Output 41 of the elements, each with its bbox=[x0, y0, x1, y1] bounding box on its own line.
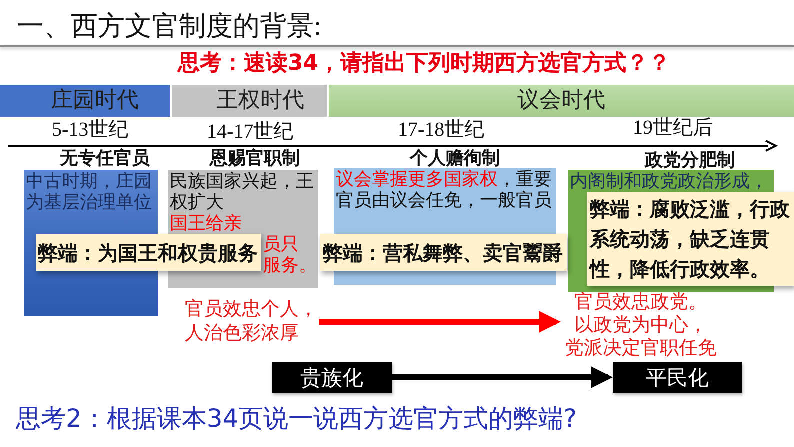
arrow bbox=[319, 311, 561, 333]
description-text: 民族国家兴起，王权扩大 bbox=[170, 171, 314, 213]
drawback-text: 弊端：为国王和权贵服务 bbox=[38, 240, 258, 264]
note-text: 党派决定官职任免 bbox=[565, 337, 717, 360]
drawback-text: 弊端：腐败泛滥，行政系统动荡，缺乏连贯性，降低行政效率。 bbox=[590, 196, 791, 283]
trend-box bbox=[613, 362, 742, 393]
system-heading: 恩赐官职制 bbox=[210, 149, 300, 169]
text-fragment: 服务。 bbox=[263, 255, 317, 276]
trend-label: 贵族化 bbox=[300, 366, 364, 390]
description-text: ，重要 bbox=[498, 169, 552, 190]
drawback-text: 弊端：营私舞弊、卖官鬻爵 bbox=[323, 240, 563, 264]
note-text: 以政党为中心， bbox=[574, 314, 708, 337]
drawback-card bbox=[320, 234, 567, 271]
drawback-card bbox=[36, 234, 261, 271]
system-heading: 政党分肥制 bbox=[645, 151, 735, 171]
era-band bbox=[0, 85, 170, 117]
century-label: 14-17世纪 bbox=[207, 121, 294, 143]
trend-box bbox=[272, 362, 392, 393]
system-heading: 个人赡徇制 bbox=[410, 149, 500, 169]
text-fragment: 员只 bbox=[263, 234, 299, 255]
question-text: 思考2：根据课本34页说一说西方选官方式的弊端? bbox=[16, 404, 577, 434]
description-text: 内阁制和政党政治形成， bbox=[570, 171, 768, 192]
description-text: 官员由议会任免，一般官员 bbox=[336, 190, 552, 211]
description-text: 议会掌握更多国家权 bbox=[336, 169, 498, 190]
era-name: 王权时代 bbox=[216, 88, 304, 114]
era-name: 议会时代 bbox=[518, 88, 606, 114]
trend-label: 平民化 bbox=[646, 366, 709, 390]
description-text: 中古时期，庄园为基层治理单位 bbox=[26, 171, 152, 213]
century-label: 17-18世纪 bbox=[398, 119, 485, 141]
arrow bbox=[392, 366, 613, 388]
century-label: 19世纪后 bbox=[633, 117, 713, 139]
era-name: 庄园时代 bbox=[51, 88, 139, 114]
description-text: 国王给亲 bbox=[170, 213, 242, 234]
note-text: 官员效忠政党。 bbox=[574, 291, 708, 314]
note-text: 官员效忠个人，人治色彩浓厚 bbox=[185, 298, 319, 346]
system-heading: 无专任官员 bbox=[60, 149, 150, 169]
era-band bbox=[329, 85, 794, 117]
page-title: 一、西方文官制度的背景: bbox=[17, 10, 322, 42]
century-label: 5-13世纪 bbox=[52, 119, 129, 141]
question-text: 思考：速读34，请指出下列时期西方选官方式？？ bbox=[178, 51, 671, 77]
era-band bbox=[172, 85, 327, 117]
